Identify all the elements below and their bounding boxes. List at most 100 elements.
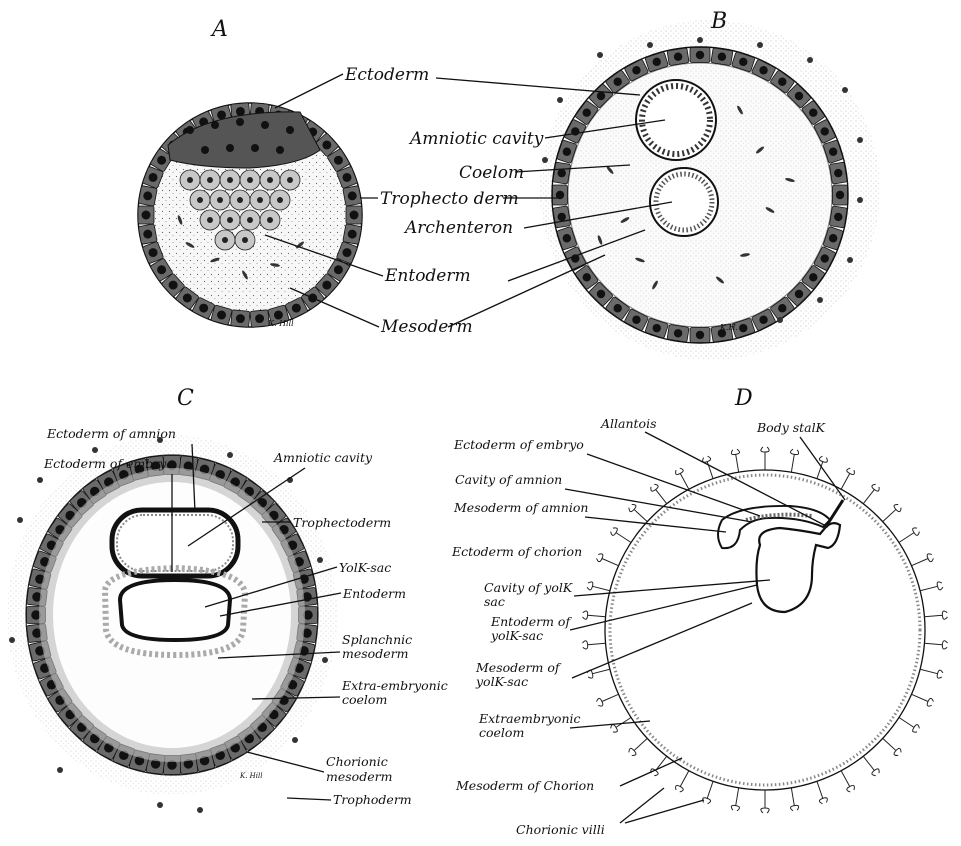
panel-c-label-chorionic: Chorionic xyxy=(326,754,388,769)
chorionic-villus xyxy=(899,528,919,543)
ectoderm-nucleus xyxy=(211,121,219,129)
inner-cell-nucleus xyxy=(217,197,223,203)
trophectoderm-cell-nucleus xyxy=(563,234,571,242)
trophectoderm-cell-nucleus xyxy=(142,211,151,220)
trophectoderm-cell-nucleus xyxy=(821,254,829,262)
stray-cell xyxy=(157,802,163,808)
stray-cell xyxy=(57,767,63,773)
panel-d-leader-chorionic-villi-2 xyxy=(625,800,704,823)
panel-a-label-mesoderm: Mesoderm xyxy=(380,317,473,337)
trophectoderm-cell-nucleus xyxy=(334,265,343,274)
chorionic-villus xyxy=(912,554,934,566)
trophectoderm-cell-nucleus xyxy=(778,78,786,86)
chorionic-villus xyxy=(924,611,947,619)
inner-cell-nucleus xyxy=(267,177,273,183)
panel-b-signature: K.H. xyxy=(719,323,738,332)
trophectoderm-cell-nucleus xyxy=(199,304,208,313)
panel-c-label-yolk-sac: YolK-sac xyxy=(339,560,391,575)
inner-cell-nucleus xyxy=(257,197,263,203)
inner-cell-nucleus xyxy=(287,177,293,183)
panel-b-label-amniotic-cavity: Amniotic cavity xyxy=(408,129,544,149)
ectoderm-nucleus xyxy=(286,126,294,134)
chorionic-villus xyxy=(703,781,713,803)
panel-d-label-extraembryonic-coelom: coelom xyxy=(479,725,524,740)
inner-cell-nucleus xyxy=(187,177,193,183)
trophectoderm-cell-nucleus xyxy=(674,53,682,61)
stray-cell xyxy=(197,807,203,813)
panel-c-label-extra-embryonic-coelom: coelom xyxy=(342,692,387,707)
panel-d-label-entoderm-yolk-sac: yolK-sac xyxy=(490,628,543,643)
chorionic-villus xyxy=(629,738,647,755)
panel-d-label-cavity-of-amnion: Cavity of amnion xyxy=(455,472,562,487)
stray-cell xyxy=(847,257,853,263)
ectoderm-nucleus xyxy=(186,126,194,134)
trophectoderm-cell-nucleus xyxy=(342,248,351,257)
panel-d-label-chorionic-villi: Chorionic villi xyxy=(516,822,605,837)
ectoderm-nucleus xyxy=(236,118,244,126)
panel-c-label-ectoderm-of-amnion: Ectoderm of amnion xyxy=(46,426,176,441)
trophectoderm-cell-nucleus xyxy=(292,304,301,313)
panel-a-label-entoderm: Entoderm xyxy=(384,266,471,286)
trophectoderm-cell-nucleus xyxy=(583,109,591,117)
trophectoderm-cell-nucleus xyxy=(795,290,803,298)
panel-d-letter: D xyxy=(734,386,753,411)
stray-cell xyxy=(227,452,233,458)
panel-a-letter: A xyxy=(210,17,228,42)
panel-b-label-coelom: Coelom xyxy=(459,163,524,183)
stray-cell xyxy=(322,657,328,663)
ectoderm-nucleus xyxy=(201,146,209,154)
chorionic-villus xyxy=(629,505,647,522)
panel-c-letter: C xyxy=(177,386,194,411)
panel-d-label-ectoderm-of-embryo: Ectoderm of embryo xyxy=(453,437,584,452)
stray-cell xyxy=(542,157,548,163)
chorionic-villus xyxy=(899,718,919,733)
stray-cell xyxy=(317,557,323,563)
chorionic-villus xyxy=(817,781,827,803)
trophectoderm-cell-nucleus xyxy=(334,156,343,165)
inner-cell-nucleus xyxy=(207,217,213,223)
panel-d-label-cavity-of-yolk: Cavity of yolK xyxy=(484,580,573,595)
trophectoderm-cell-nucleus xyxy=(558,213,566,221)
chorionic-villus xyxy=(582,611,605,619)
panel-c-signature: K. Hill xyxy=(239,772,263,780)
chorionic-villus xyxy=(920,582,943,591)
chorionic-villus xyxy=(920,669,943,678)
chorionic-villus xyxy=(597,554,619,566)
stray-cell xyxy=(857,137,863,143)
trophectoderm-cell-nucleus xyxy=(696,51,704,59)
chorionic-villus xyxy=(761,790,769,813)
chorionic-villus xyxy=(924,641,947,649)
stray-cell xyxy=(37,477,43,483)
panel-c-yolk-sac xyxy=(120,580,230,640)
panel-d-label-mesoderm-of: Mesoderm of xyxy=(475,660,562,675)
panel-c-label-trophoderm: Trophoderm xyxy=(333,792,412,807)
trophectoderm-cell-nucleus xyxy=(632,66,640,74)
panel-c-label-splanchnic: Splanchnic xyxy=(342,632,412,647)
panel-d-label-body-stalk: Body stalK xyxy=(756,420,826,435)
inner-cell-nucleus xyxy=(222,237,228,243)
panel-a-leader-ectoderm xyxy=(275,74,343,108)
panel-c-amnion-inner xyxy=(117,515,233,571)
stray-cell xyxy=(597,52,603,58)
chorionic-villus xyxy=(676,771,689,792)
panel-c-leader-trophoderm xyxy=(287,798,331,800)
chorionic-villus xyxy=(611,528,631,543)
trophectoderm-cell-nucleus xyxy=(149,248,158,257)
panel-a-label-ectoderm: Ectoderm xyxy=(344,65,429,85)
stray-cell xyxy=(292,737,298,743)
trophectoderm-cell-nucleus xyxy=(836,191,844,199)
trophectoderm-cell-nucleus xyxy=(597,290,605,298)
panel-c-label-ectoderm-of-embryo: Ectoderm of embryo xyxy=(43,456,174,471)
trophectoderm-cell-nucleus xyxy=(236,314,245,323)
panel-d-label-allantois: Allantois xyxy=(600,416,657,431)
chorionic-villus xyxy=(883,738,901,755)
trophectoderm-cell-nucleus xyxy=(829,148,837,156)
inner-cell-nucleus xyxy=(227,177,233,183)
chorionic-villus xyxy=(651,484,667,503)
trophectoderm-cell-nucleus xyxy=(563,148,571,156)
panel-c-label-trophectoderm: Trophectoderm xyxy=(293,515,391,530)
stray-cell xyxy=(557,97,563,103)
trophectoderm-cell-nucleus xyxy=(834,169,842,177)
panel-d-label-mesoderm-of-chorion: Mesoderm of Chorion xyxy=(455,778,594,793)
